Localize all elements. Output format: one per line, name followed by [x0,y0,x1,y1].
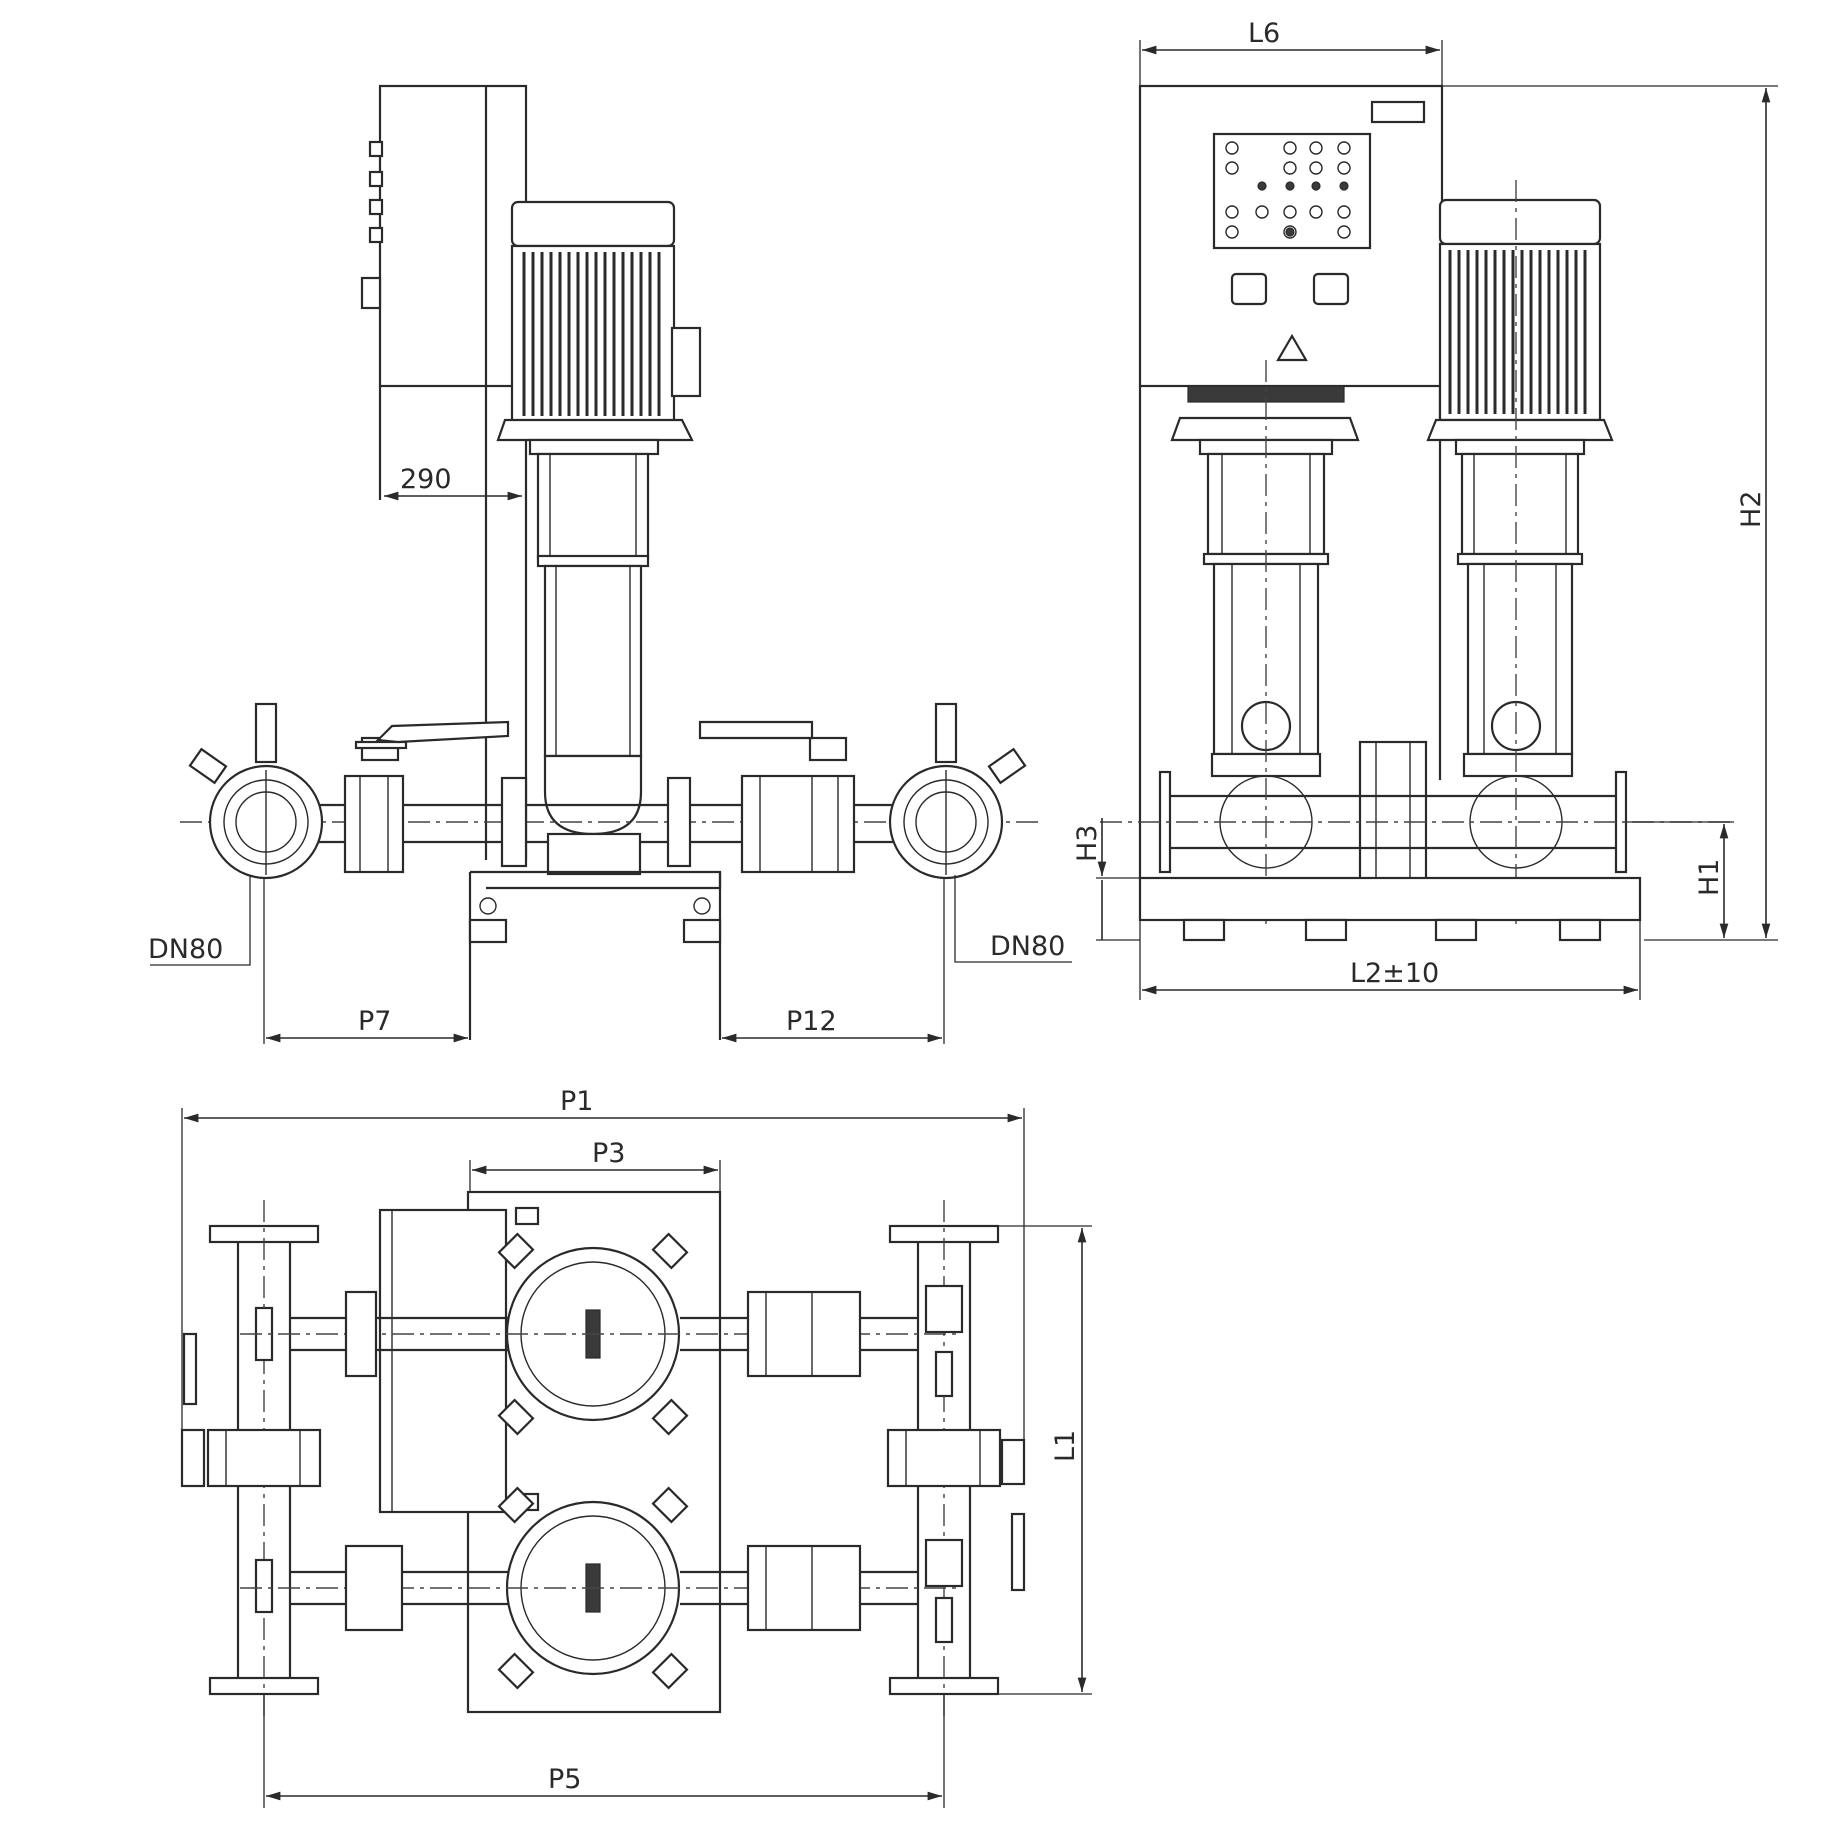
panel-indicator [1337,141,1351,155]
panel-led [1339,181,1349,191]
panel-indicator [1337,161,1351,175]
panel-indicator [1225,205,1239,219]
branch-pipes-top [240,1290,960,1632]
panel-indicator [1283,225,1297,239]
dim-p7: P7 [266,1006,468,1043]
switch-left [1230,272,1268,306]
right-end-flange [888,702,1027,880]
dim-h3-label: H3 [1072,825,1103,862]
warning-triangle [1276,333,1308,362]
control-cabinet-side [378,84,528,388]
right-manifold-top [886,1200,1026,1720]
panel-indicator [1283,205,1297,219]
dim-h1: H1 [1694,824,1729,938]
motor-side [496,200,702,456]
cabinet-display [1370,100,1426,124]
top-view: P1 P3 L1 P5 [180,1086,1092,1808]
dim-p3-label: P3 [592,1138,625,1169]
dim-p3: P3 [472,1138,718,1175]
dim-p7-label: P7 [358,1006,391,1037]
front-view: L6 H2 H1 H3 L2±10 [1072,18,1778,1000]
panel-indicator [1283,161,1297,175]
dim-l6-label: L6 [1248,18,1280,49]
cabinet-top [378,1208,508,1514]
dn80-left-label: DN80 [148,934,223,965]
pump-foot [546,832,642,876]
base-frame-front [1138,876,1642,922]
pump-front-left [1170,416,1360,869]
panel-led [1311,181,1321,191]
panel-led [1285,227,1295,237]
middle-valve [1358,740,1428,882]
right-valve-assembly [698,720,856,874]
panel-indicator [1309,141,1323,155]
pump-front-right [1426,198,1614,869]
dim-l2: L2±10 [1142,958,1638,995]
dim-l2-label: L2±10 [1350,958,1439,989]
left-valve-assembly [343,720,510,874]
panel-indicator [1225,141,1239,155]
dim-p12: P12 [722,1006,942,1043]
dn80-left: DN80 [148,875,251,966]
panel-indicator [1337,225,1351,239]
dn80-right: DN80 [954,875,1072,963]
dim-290: 290 [384,464,522,501]
panel-indicator [1255,205,1269,219]
panel-indicator [1225,161,1239,175]
switch-right [1312,272,1350,306]
left-end-flange [188,702,324,880]
dim-h2: H2 [1736,88,1771,938]
dim-h1-label: H1 [1694,859,1725,896]
dim-p5: P5 [266,1764,942,1801]
suction-flange [500,776,528,868]
dim-p12-label: P12 [786,1006,837,1037]
dim-p1: P1 [184,1086,1022,1123]
side-view: 290 DN80 DN80 P7 P12 [148,84,1072,1044]
pump-column-side [536,452,650,836]
panel-indicator [1283,141,1297,155]
dim-l1-label: L1 [1050,1430,1081,1462]
dim-h2-label: H2 [1736,491,1767,528]
panel-indicator [1225,225,1239,239]
left-manifold-top [180,1200,322,1720]
dim-p1-label: P1 [560,1086,593,1117]
panel-indicator [1309,161,1323,175]
dim-p5-label: P5 [548,1764,581,1795]
dim-l6: L6 [1142,18,1440,55]
panel-indicator [1337,205,1351,219]
base-frame-side [468,870,722,1040]
discharge-flange [666,776,692,868]
panel-indicator [1309,205,1323,219]
panel-led [1257,181,1267,191]
panel-indicators [1225,141,1351,239]
dim-290-label: 290 [400,464,452,495]
panel-led [1285,181,1295,191]
dim-h3: H3 [1072,818,1107,940]
cabinet-switches [360,140,384,310]
dim-l1: L1 [1050,1228,1087,1692]
dn80-right-label: DN80 [990,931,1065,962]
